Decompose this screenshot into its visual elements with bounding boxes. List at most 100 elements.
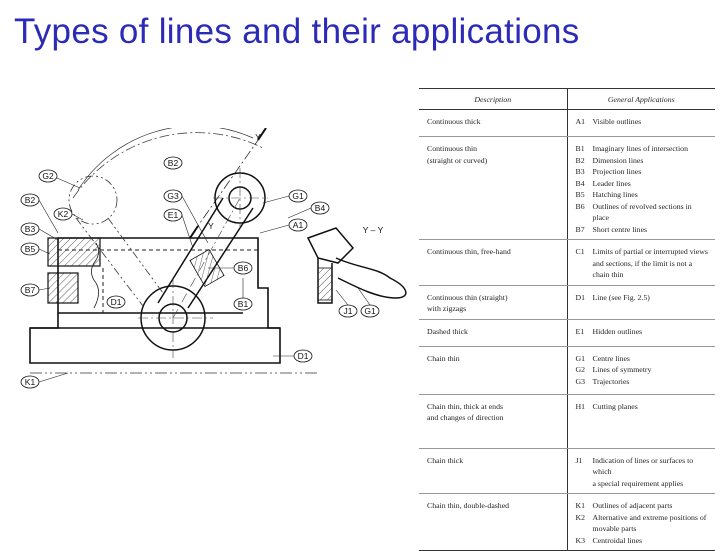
description-text: with zigzags bbox=[427, 304, 467, 313]
applications-cell: D1 Line (see Fig. 2.5) bbox=[566, 285, 715, 320]
description-text: Continuous thin (straight) bbox=[427, 292, 508, 302]
table-row: Continuous thick A1 Visible outlines bbox=[419, 109, 715, 137]
svg-text:B1: B1 bbox=[238, 299, 249, 309]
description-cell: Chain thick bbox=[419, 448, 567, 494]
application-code: K2 bbox=[575, 512, 586, 522]
technical-drawing: G2 B2 K2 B3 B5 B7 D1 B2 G3 E1 B6 B1 G1 B… bbox=[20, 128, 407, 389]
callout-labels: G2 B2 K2 B3 B5 B7 D1 B2 G3 E1 B6 B1 G1 B… bbox=[25, 132, 384, 387]
svg-text:E1: E1 bbox=[168, 210, 179, 220]
application-text: Centroidal lines bbox=[592, 535, 643, 545]
description-cell: Dashed thick bbox=[419, 319, 567, 347]
application-text: Visible outlines bbox=[592, 117, 642, 126]
application-code: G3 bbox=[575, 376, 586, 386]
application-text: Alternative and extreme positions of bbox=[592, 512, 707, 522]
table-row: Chain thin, double-dashed K1 Outlines of a… bbox=[419, 493, 715, 551]
description-text: Chain thin bbox=[427, 353, 460, 363]
application-text: Short centre lines bbox=[592, 224, 648, 234]
application-item: H1 Cutting planes bbox=[576, 401, 710, 413]
application-text: Outlines of adjacent parts bbox=[592, 501, 673, 510]
application-code: D1 bbox=[575, 292, 586, 302]
description-cell: Continuous thick bbox=[419, 109, 567, 137]
svg-text:Y: Y bbox=[255, 132, 261, 142]
description-text: Continuous thick bbox=[427, 117, 481, 126]
alternate-position bbox=[68, 175, 164, 307]
application-text: Line (see Fig. 2.5) bbox=[592, 292, 650, 302]
page-title: Types of lines and their applications bbox=[14, 12, 580, 51]
application-text: Hatching lines bbox=[592, 190, 638, 199]
application-text: Imaginary lines of intersection bbox=[592, 144, 688, 153]
application-item: A1 Visible outlines bbox=[576, 116, 710, 128]
application-code: B3 bbox=[575, 167, 585, 176]
application-code: B7 bbox=[575, 224, 585, 234]
svg-text:A1: A1 bbox=[293, 220, 304, 230]
application-text: and sections, if the limit is not a bbox=[592, 258, 693, 268]
svg-text:B2: B2 bbox=[25, 195, 36, 205]
application-code: B5 bbox=[575, 190, 585, 199]
application-code: C1 bbox=[575, 247, 585, 256]
application-code: B2 bbox=[575, 155, 585, 165]
cutting-plane bbox=[189, 128, 267, 239]
description-text: Continuous thin bbox=[427, 144, 478, 153]
application-item: a special requirement applies bbox=[576, 478, 710, 490]
application-text: Projection lines bbox=[592, 167, 642, 176]
hatched-section bbox=[47, 237, 101, 267]
svg-text:Y – Y: Y – Y bbox=[363, 225, 384, 235]
centre-lines bbox=[138, 168, 268, 358]
trajectory-arc bbox=[72, 132, 264, 199]
application-item: K2 Alternative and extreme positions of bbox=[576, 512, 710, 524]
application-code: H1 bbox=[575, 401, 586, 411]
description-cell: Continuous thin (straight) with zigzags bbox=[419, 285, 567, 320]
description-text: Continuous thin, free-hand bbox=[427, 247, 511, 256]
application-item: and sections, if the limit is not a bbox=[576, 258, 710, 270]
application-item: movable parts bbox=[576, 523, 710, 535]
applications-cell: H1 Cutting planes bbox=[566, 394, 715, 449]
application-code bbox=[576, 258, 593, 270]
svg-text:B6: B6 bbox=[238, 263, 249, 273]
line-types-table-container: Description General Applications Continu… bbox=[419, 88, 715, 551]
svg-text:J1: J1 bbox=[344, 306, 353, 316]
description-text: Dashed thick bbox=[427, 326, 468, 336]
application-text: movable parts bbox=[592, 524, 637, 533]
description-cell: Chain thin, double-dashed bbox=[419, 493, 567, 551]
application-item: B7 Short centre lines bbox=[576, 224, 710, 236]
application-item: D1 Line (see Fig. 2.5) bbox=[576, 292, 710, 304]
application-item: K1 Outlines of adjacent parts bbox=[576, 500, 710, 512]
svg-text:B3: B3 bbox=[25, 224, 36, 234]
application-code: A1 bbox=[575, 117, 586, 126]
svg-text:G1: G1 bbox=[364, 306, 376, 316]
application-item: chain thin bbox=[576, 269, 710, 281]
application-text: chain thin bbox=[592, 270, 624, 279]
application-code: B4 bbox=[575, 178, 585, 188]
svg-text:G3: G3 bbox=[167, 191, 179, 201]
svg-text:Y: Y bbox=[208, 221, 214, 231]
application-code: K1 bbox=[575, 501, 586, 510]
svg-text:K1: K1 bbox=[25, 377, 36, 387]
column-header-applications: General Applications bbox=[566, 88, 715, 110]
application-text: a special requirement applies bbox=[592, 478, 684, 488]
table-row: Continuous thin (straight) with zigzags D1… bbox=[419, 285, 715, 320]
application-code bbox=[576, 269, 593, 281]
application-text: Cutting planes bbox=[592, 401, 638, 411]
description-text: Chain thin, thick at ends bbox=[427, 401, 504, 411]
table-header-row: Description General Applications bbox=[419, 88, 715, 110]
application-text: Leader lines bbox=[592, 178, 631, 188]
svg-text:G2: G2 bbox=[42, 171, 54, 181]
leader-lines bbox=[38, 177, 371, 383]
break-line bbox=[91, 242, 99, 309]
column-header-description: Description bbox=[419, 88, 567, 110]
